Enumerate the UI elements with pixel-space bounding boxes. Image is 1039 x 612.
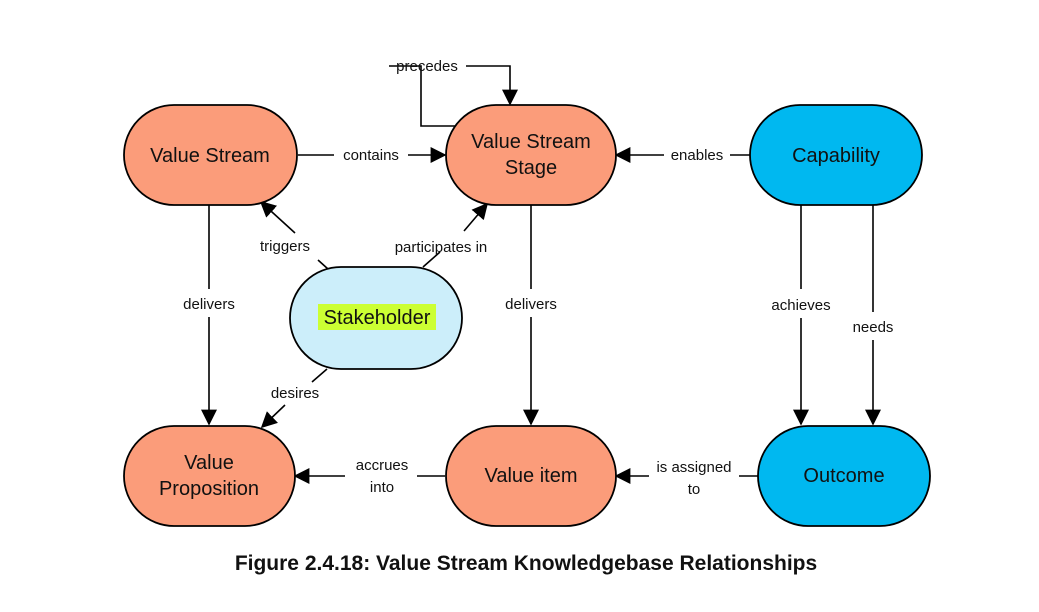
- node-value-proposition: Value Proposition: [123, 425, 296, 527]
- edge-label-desires: desires: [271, 385, 319, 402]
- edge-label-participates-in: participates in: [395, 239, 488, 256]
- edge-label-needs: needs: [853, 319, 894, 336]
- edge-participates-line-b: [463, 202, 489, 232]
- node-stakeholder-label: Stakeholder: [324, 307, 431, 329]
- figure-caption: Figure 2.4.18: Value Stream Knowledgebas…: [235, 552, 817, 575]
- edge-triggers-line-b: [259, 200, 296, 234]
- edge-accrues-into: accrues into: [293, 457, 445, 496]
- edge-achieves: achieves: [771, 205, 831, 426]
- edge-precedes: precedes: [389, 58, 518, 127]
- edge-label-precedes: precedes: [396, 58, 458, 75]
- edge-label-achieves: achieves: [771, 297, 830, 314]
- edge-label-into: into: [370, 479, 394, 496]
- node-value-stream: Value Stream: [123, 104, 298, 206]
- edge-desires-line-b: [260, 404, 286, 429]
- edge-participates-in: participates in: [395, 202, 489, 268]
- stakeholder-highlight: [318, 304, 436, 330]
- node-value-item: Value item: [445, 425, 617, 527]
- edge-label-contains: contains: [343, 147, 399, 164]
- node-outcome: Outcome: [757, 425, 931, 527]
- edge-label-delivers-middle: delivers: [505, 296, 557, 313]
- edge-participates-line-a: [422, 251, 441, 268]
- edge-triggers: triggers: [259, 200, 329, 270]
- node-value-stream-stage-label-line2: Stage: [505, 157, 557, 179]
- node-value-stream-label: Value Stream: [150, 145, 270, 167]
- edge-precedes-line-right: [466, 65, 518, 106]
- edge-desires-line-a: [311, 368, 328, 383]
- edge-label-accrues: accrues: [356, 457, 409, 474]
- node-value-item-label: Value item: [484, 465, 577, 487]
- node-value-proposition-shape: [123, 425, 296, 527]
- node-value-item-shape: [445, 425, 617, 527]
- edge-enables: enables: [614, 147, 750, 164]
- edge-label-enables: enables: [671, 147, 724, 164]
- node-outcome-label: Outcome: [803, 465, 884, 487]
- node-capability: Capability: [749, 104, 923, 206]
- node-stakeholder: Stakeholder: [289, 266, 463, 370]
- edge-label-delivers-left: delivers: [183, 296, 235, 313]
- edge-label-to: to: [688, 481, 701, 498]
- edge-label-is-assigned: is assigned: [656, 459, 731, 476]
- edge-label-triggers: triggers: [260, 238, 310, 255]
- node-outcome-shape: [757, 425, 931, 527]
- node-value-stream-stage-label-line1: Value Stream: [471, 131, 591, 153]
- node-value-stream-stage-shape: [445, 104, 617, 206]
- node-capability-label: Capability: [792, 145, 880, 167]
- edge-delivers-left: delivers: [183, 205, 235, 426]
- edge-desires: desires: [260, 368, 328, 429]
- edge-delivers-middle: delivers: [505, 205, 557, 426]
- node-value-proposition-label-line1: Value: [184, 452, 234, 474]
- edge-contains: contains: [298, 147, 447, 164]
- node-value-proposition-label-line2: Proposition: [159, 478, 259, 500]
- node-capability-shape: [749, 104, 923, 206]
- edge-is-assigned-to: is assigned to: [614, 459, 758, 498]
- edge-needs: needs: [853, 205, 894, 426]
- node-value-stream-shape: [123, 104, 298, 206]
- edge-precedes-line-left: [389, 65, 465, 127]
- node-value-stream-stage: Value Stream Stage: [445, 104, 617, 206]
- edge-triggers-line-a: [317, 259, 329, 270]
